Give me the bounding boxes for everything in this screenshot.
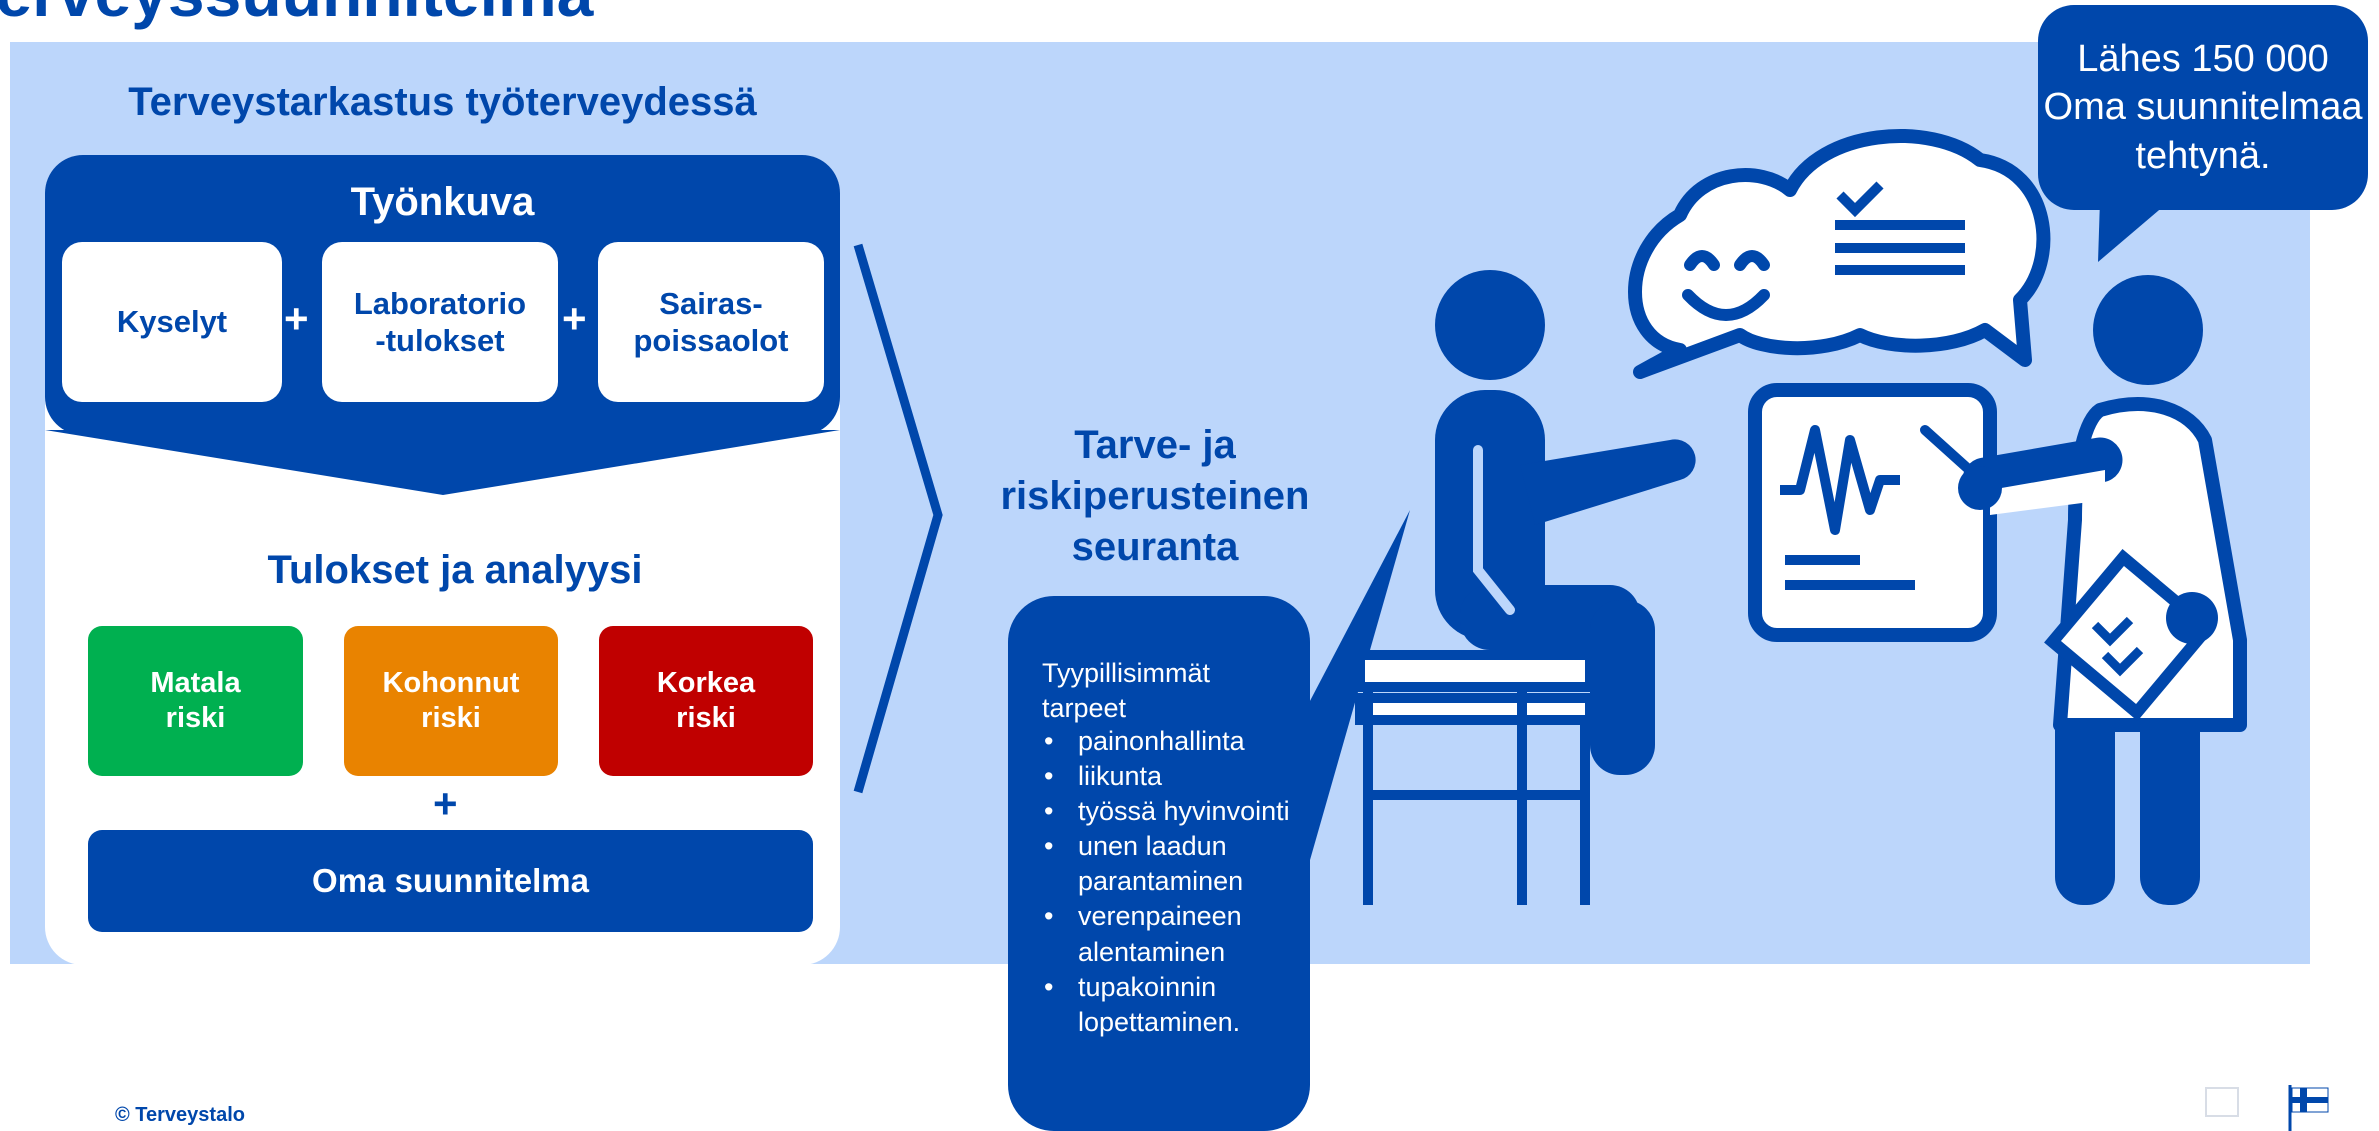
- input-box-laboratorio: Laboratorio -tulokset: [322, 242, 558, 402]
- risk-box-high: Korkea riski: [599, 626, 813, 776]
- copyright: © Terveystalo: [115, 1104, 245, 1126]
- list-item: tupakoinnin lopettaminen.: [1042, 970, 1292, 1040]
- needs-title: Tyypillisimmät tarpeet: [1042, 658, 1211, 724]
- tarve-heading: Tarve- ja riskiperusteinen seuranta: [1000, 423, 1310, 570]
- risk-box-elevated: Kohonnut riski: [344, 626, 558, 776]
- list-item: painonhallinta: [1042, 724, 1292, 759]
- finnish-flag-icon: [2205, 1085, 2329, 1131]
- plus-sign: +: [284, 295, 309, 342]
- callout-box: Lähes 150 000 Oma suunnitelmaa tehtynä.: [2038, 5, 2368, 210]
- list-item: unen laadun parantaminen: [1042, 829, 1292, 899]
- list-item: verenpaineen alentaminen: [1042, 899, 1292, 969]
- list-item: liikunta: [1042, 759, 1292, 794]
- smiley-icon: [1682, 250, 1770, 321]
- funnel-chevron: [45, 430, 840, 495]
- needs-list: painonhallinta liikunta työssä hyvinvoin…: [1042, 724, 1292, 1040]
- checklist-icon: [1835, 181, 1965, 275]
- results-heading: Tulokset ja analyysi: [267, 548, 643, 592]
- doctor-icon: [1920, 275, 2247, 905]
- input-box-sairaspoissaolot: Sairas- poissaolot: [598, 242, 824, 402]
- list-item: työssä hyvinvointi: [1042, 794, 1292, 829]
- tyonkuva-label: Työnkuva: [350, 180, 535, 224]
- left-heading: Terveystarkastus työterveydessä: [128, 80, 757, 124]
- clipboard-icon: [2044, 549, 2216, 721]
- input-box-kyselyt: Kyselyt: [62, 242, 282, 402]
- callout-tail: [2098, 200, 2165, 262]
- plus-sign: +: [433, 780, 458, 827]
- page-title: Terveyssuunnitelma: [0, 0, 593, 26]
- chair-icon: [1355, 650, 1595, 905]
- risk-box-low: Matala riski: [88, 626, 303, 776]
- patient-icon: [1435, 270, 1696, 775]
- oma-suunnitelma-box: Oma suunnitelma: [88, 830, 813, 932]
- needs-box: Tyypillisimmät tarpeet painonhallinta li…: [1008, 596, 1310, 1131]
- ecg-chart-icon: [1748, 383, 1997, 642]
- plus-sign: +: [562, 295, 587, 342]
